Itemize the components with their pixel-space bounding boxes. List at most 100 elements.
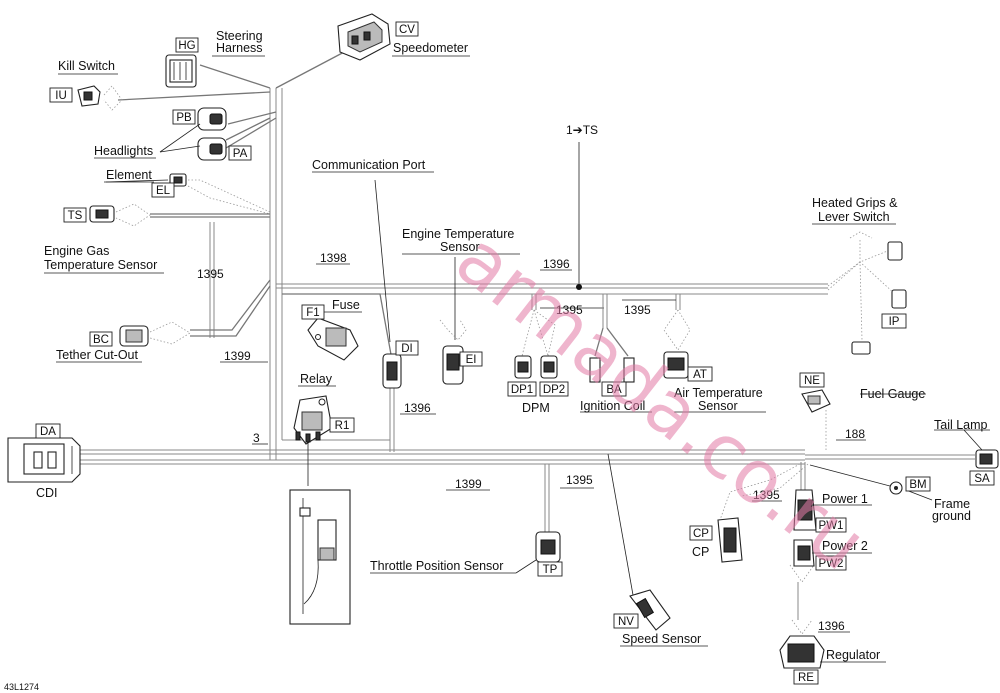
label-tail-lamp: Tail Lamp: [934, 418, 988, 432]
wire-1396-reg: 1396: [818, 619, 845, 633]
label-leaders: [44, 55, 990, 663]
code-ne: NE: [804, 375, 820, 387]
label-headlights: Headlights: [94, 144, 153, 158]
fuse-holder: [307, 317, 359, 361]
label-air-temp-1: Air Temperature: [674, 386, 763, 400]
code-ip: IP: [889, 316, 900, 328]
relay: [293, 395, 333, 445]
speedometer-connector: [337, 13, 391, 61]
label-throttle: Throttle Position Sensor: [370, 559, 503, 573]
wire-1396-mid: 1396: [404, 401, 431, 415]
relay-detail-view: [289, 489, 351, 625]
wire-1395-dpm: 1395: [556, 303, 583, 317]
label-speed-sensor: Speed Sensor: [622, 632, 701, 646]
code-tp: TP: [543, 564, 558, 576]
label-steering-1: Steering: [216, 29, 263, 43]
tail-lamp-connector: [975, 449, 999, 469]
code-f1: F1: [306, 307, 319, 319]
component-labels: HG Steering Harness CV Speedometer Kill …: [36, 24, 990, 684]
ignition-coil-terminal-1: [589, 357, 601, 383]
lever-switch-connector: [851, 341, 871, 355]
label-ignition-coil: Ignition Coil: [580, 399, 645, 413]
wire-1399-b: 1399: [455, 477, 482, 491]
dpm-connector-2: [540, 355, 558, 379]
cdi-module: [7, 437, 81, 483]
wire-1395-left: 1395: [197, 267, 224, 281]
wire-3: 3: [253, 431, 260, 445]
wire-1398: 1398: [320, 251, 347, 265]
code-at: AT: [693, 369, 707, 381]
label-fuel-gauge: Fuel Gauge: [860, 387, 925, 401]
code-hg: HG: [178, 40, 195, 52]
code-pa: PA: [233, 148, 248, 160]
code-r1: R1: [335, 420, 350, 432]
throttle-position-sensor: [535, 531, 561, 563]
label-frame-ground-1: Frame: [934, 497, 970, 511]
regulator: [779, 635, 825, 669]
steering-harness-connector: [165, 54, 197, 88]
label-cp: CP: [692, 545, 709, 559]
label-engine-temp-2: Sensor: [440, 240, 480, 254]
ignition-coil-terminal-2: [623, 357, 635, 383]
cp-connector: [717, 517, 743, 563]
code-el: EL: [156, 185, 171, 197]
power2-connector: [793, 539, 815, 567]
code-boxes: [35, 21, 995, 685]
code-cv: CV: [399, 24, 415, 36]
code-re: RE: [798, 672, 814, 684]
wire-1395-tp: 1395: [566, 473, 593, 487]
headlight-connector-pa: [197, 137, 227, 161]
wire-188: 188: [845, 427, 865, 441]
headlight-connector-pb: [197, 107, 227, 131]
gas-temp-sensor-connector: [89, 205, 115, 223]
code-sa: SA: [974, 473, 990, 485]
wire-1395-at: 1395: [624, 303, 651, 317]
code-dp2: DP2: [543, 384, 565, 396]
label-frame-ground-2: ground: [932, 509, 971, 523]
code-iu: IU: [55, 90, 67, 102]
label-regulator: Regulator: [826, 648, 880, 662]
label-cdi: CDI: [36, 486, 58, 500]
frame-ground-terminal: [889, 481, 903, 495]
wire-number-labels: 1➔TS 1398 1396 1395 1395 1395 1399 1396 …: [197, 123, 865, 633]
label-gas-temp-2: Temperature Sensor: [44, 258, 157, 272]
wire-1395-cp: 1395: [753, 488, 780, 502]
code-ba: BA: [606, 384, 622, 396]
power1-connector: [793, 489, 817, 531]
label-comm-port: Communication Port: [312, 158, 426, 172]
label-fuse: Fuse: [332, 298, 360, 312]
tether-connector: [119, 325, 149, 347]
label-engine-temp-1: Engine Temperature: [402, 227, 514, 241]
speed-sensor: [629, 589, 671, 631]
label-air-temp-2: Sensor: [698, 399, 738, 413]
wire-1396-top: 1396: [543, 257, 570, 271]
label-power1: Power 1: [822, 492, 868, 506]
wire-ref-ts: 1➔TS: [566, 123, 598, 137]
code-pb: PB: [176, 112, 192, 124]
heated-grips-connector-a: [887, 241, 903, 261]
code-bm: BM: [909, 479, 926, 491]
air-temp-sensor: [663, 351, 689, 379]
label-steering-2: Harness: [216, 41, 263, 55]
harness-wires: [40, 49, 975, 635]
code-ts: TS: [68, 210, 83, 222]
code-pw2: PW2: [819, 558, 844, 570]
engine-temp-sensor: [442, 345, 464, 385]
wire-1399-a: 1399: [224, 349, 251, 363]
code-di: DI: [401, 343, 413, 355]
label-heated-grips-2: Lever Switch: [818, 210, 890, 224]
code-dp1: DP1: [511, 384, 533, 396]
diagram-id: 43L1274: [4, 682, 39, 692]
label-element: Element: [106, 168, 152, 182]
label-tether: Tether Cut-Out: [56, 348, 139, 362]
code-pw1: PW1: [819, 520, 844, 532]
code-da: DA: [40, 426, 56, 438]
code-nv: NV: [618, 616, 634, 628]
label-power2: Power 2: [822, 539, 868, 553]
label-dpm: DPM: [522, 401, 550, 415]
label-relay: Relay: [300, 372, 333, 386]
kill-switch-connector: [77, 85, 101, 107]
label-speedometer: Speedometer: [393, 41, 468, 55]
